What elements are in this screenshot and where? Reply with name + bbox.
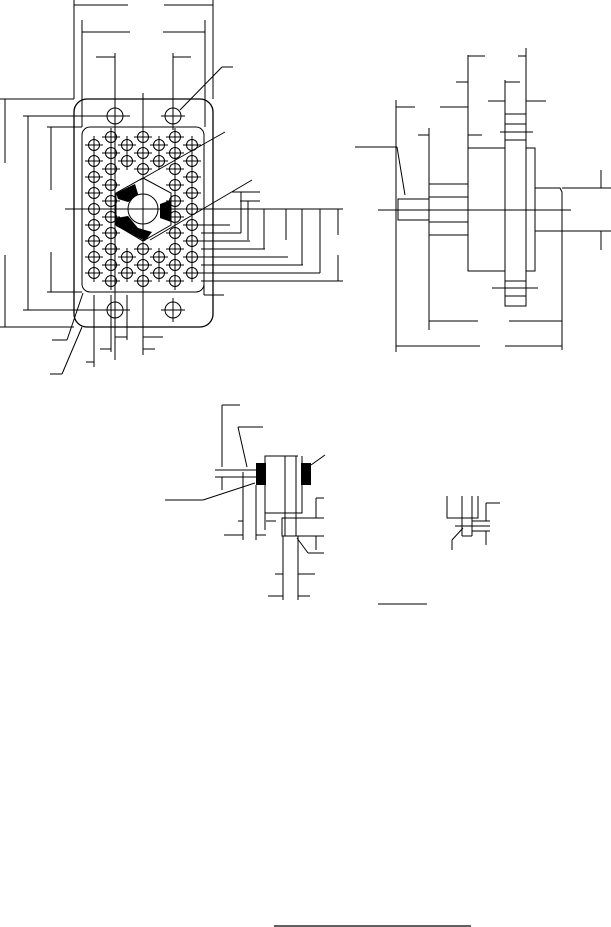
contact-pin (85, 216, 103, 234)
contact-pin (166, 128, 184, 146)
contact-pin (166, 240, 184, 258)
contact-pin (166, 224, 184, 242)
contact-pin (85, 152, 103, 170)
contact-pin (85, 184, 103, 202)
contact-pin (183, 216, 201, 234)
contact-pin (183, 232, 201, 250)
contact-pin (166, 176, 184, 194)
contact-pin (85, 232, 103, 250)
contact-pin (102, 160, 120, 178)
polarizing-key-right (160, 200, 171, 222)
detail-pin (281, 517, 297, 537)
contact-pin (118, 248, 136, 266)
detail-body (264, 455, 303, 514)
contact-pin (102, 272, 120, 290)
contact-pin (85, 168, 103, 186)
contact-pin (166, 272, 184, 290)
seal-left (256, 463, 266, 485)
contact-pin (150, 264, 168, 282)
contact-pin (102, 256, 120, 274)
contact-pin (183, 264, 201, 282)
contact-pin (102, 176, 120, 194)
rear-plate (525, 147, 536, 272)
contact-pin (183, 248, 201, 266)
front-view-dimensions (0, 0, 343, 375)
contact-pin (85, 136, 103, 154)
contact-pin (166, 144, 184, 162)
section-detail-dimensions (165, 404, 326, 600)
contact-pin (118, 152, 136, 170)
contact-pin (166, 256, 184, 274)
contact-pin (150, 152, 168, 170)
shaft (535, 187, 563, 232)
contact-pin (85, 264, 103, 282)
contact-pin (102, 144, 120, 162)
contact-pin (118, 136, 136, 154)
side-view-dimensions (355, 48, 611, 352)
contact-pin (183, 168, 201, 186)
contact-pin (150, 248, 168, 266)
contact-pin (183, 152, 201, 170)
mounting-hole (161, 298, 185, 322)
contact-pin (166, 160, 184, 178)
contact-pin (150, 136, 168, 154)
front-view (0, 0, 343, 375)
contact-pin (183, 136, 201, 154)
contact-pin (102, 224, 120, 242)
contact-pin (102, 240, 120, 258)
contact-pin (118, 264, 136, 282)
contact-pin (102, 128, 120, 146)
seal-right (301, 463, 311, 485)
contact-pin (183, 184, 201, 202)
side-view (355, 48, 611, 352)
small-detail (446, 496, 500, 550)
section-detail (165, 404, 326, 600)
contact-pin (85, 248, 103, 266)
